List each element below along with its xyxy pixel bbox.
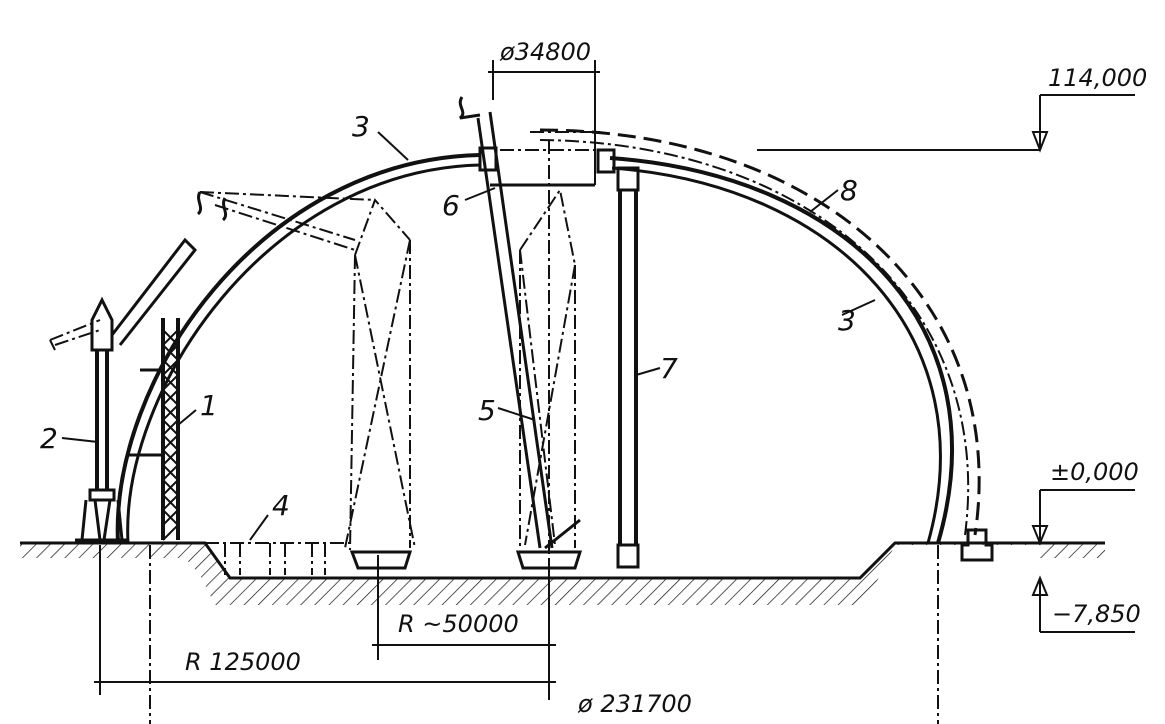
dome-arch-left-inner xyxy=(126,163,481,544)
dome-arch-right-outer xyxy=(609,156,954,544)
tower-crane-jib xyxy=(110,237,198,346)
dome-arch-left-outer xyxy=(115,153,481,544)
callout-3-top: 3 xyxy=(352,110,370,143)
lattice-tower xyxy=(128,318,180,541)
crawler-crane-left-ropes xyxy=(199,191,376,251)
ground xyxy=(20,541,1105,605)
right-support xyxy=(960,528,994,562)
callout-4: 4 xyxy=(272,489,290,522)
dim-elevation-top: 114,000 xyxy=(1048,64,1147,92)
crawler-crane-main-hook xyxy=(458,96,481,120)
tower-crane-counterjib xyxy=(49,319,101,351)
support-column-head xyxy=(616,166,640,192)
support-column xyxy=(616,166,640,569)
dome-final-contour-2 xyxy=(539,139,970,536)
dim-elevation-zero: ±0,000 xyxy=(1050,458,1139,486)
dim-radius-crane: R ~50000 xyxy=(398,610,519,638)
right-support-block xyxy=(960,528,994,562)
lattice-tower-bracing xyxy=(161,329,180,541)
crawler-crane-main xyxy=(458,96,583,570)
crawler-crane-left-hook xyxy=(196,191,228,222)
callout-1: 1 xyxy=(200,389,218,422)
crawler-crane-left xyxy=(196,191,416,570)
tower-crane-base xyxy=(80,488,124,541)
crawler-crane-left-base xyxy=(349,550,413,570)
dome-arch-right-inner xyxy=(611,166,942,544)
crawler-crane-main-base xyxy=(515,518,583,570)
leader-lines xyxy=(61,131,876,541)
callout-2: 2 xyxy=(40,422,58,455)
callout-3-right: 3 xyxy=(838,304,856,337)
crawler-crane-main-mast xyxy=(519,187,576,548)
callout-5: 5 xyxy=(478,394,496,427)
top-ring-right-node xyxy=(596,148,616,174)
tower-crane-cab xyxy=(90,296,114,352)
callout-8: 8 xyxy=(840,174,858,207)
callout-7: 7 xyxy=(660,352,678,385)
dim-elevation-pit: −7,850 xyxy=(1052,600,1141,628)
dim-radius-dome: R 125000 xyxy=(185,648,301,676)
dim-top-opening: ø34800 xyxy=(499,38,591,66)
tower-crane xyxy=(49,237,198,542)
crawler-crane-main-boom xyxy=(476,111,554,549)
scaffold-posts xyxy=(224,543,326,575)
scaffold xyxy=(205,542,355,575)
labels: ø34800 114,000 ±0,000 −7,850 R ~50000 R … xyxy=(40,38,1147,718)
support-column-foot xyxy=(616,543,640,569)
dimension-lines xyxy=(94,60,1135,724)
callout-6: 6 xyxy=(442,189,460,222)
dome-arch xyxy=(115,128,981,544)
dome-final-contour xyxy=(539,128,981,536)
dim-diameter: ø 231700 xyxy=(577,690,692,718)
ground-hatching xyxy=(20,543,1105,605)
crawler-crane-left-boom xyxy=(344,198,416,551)
